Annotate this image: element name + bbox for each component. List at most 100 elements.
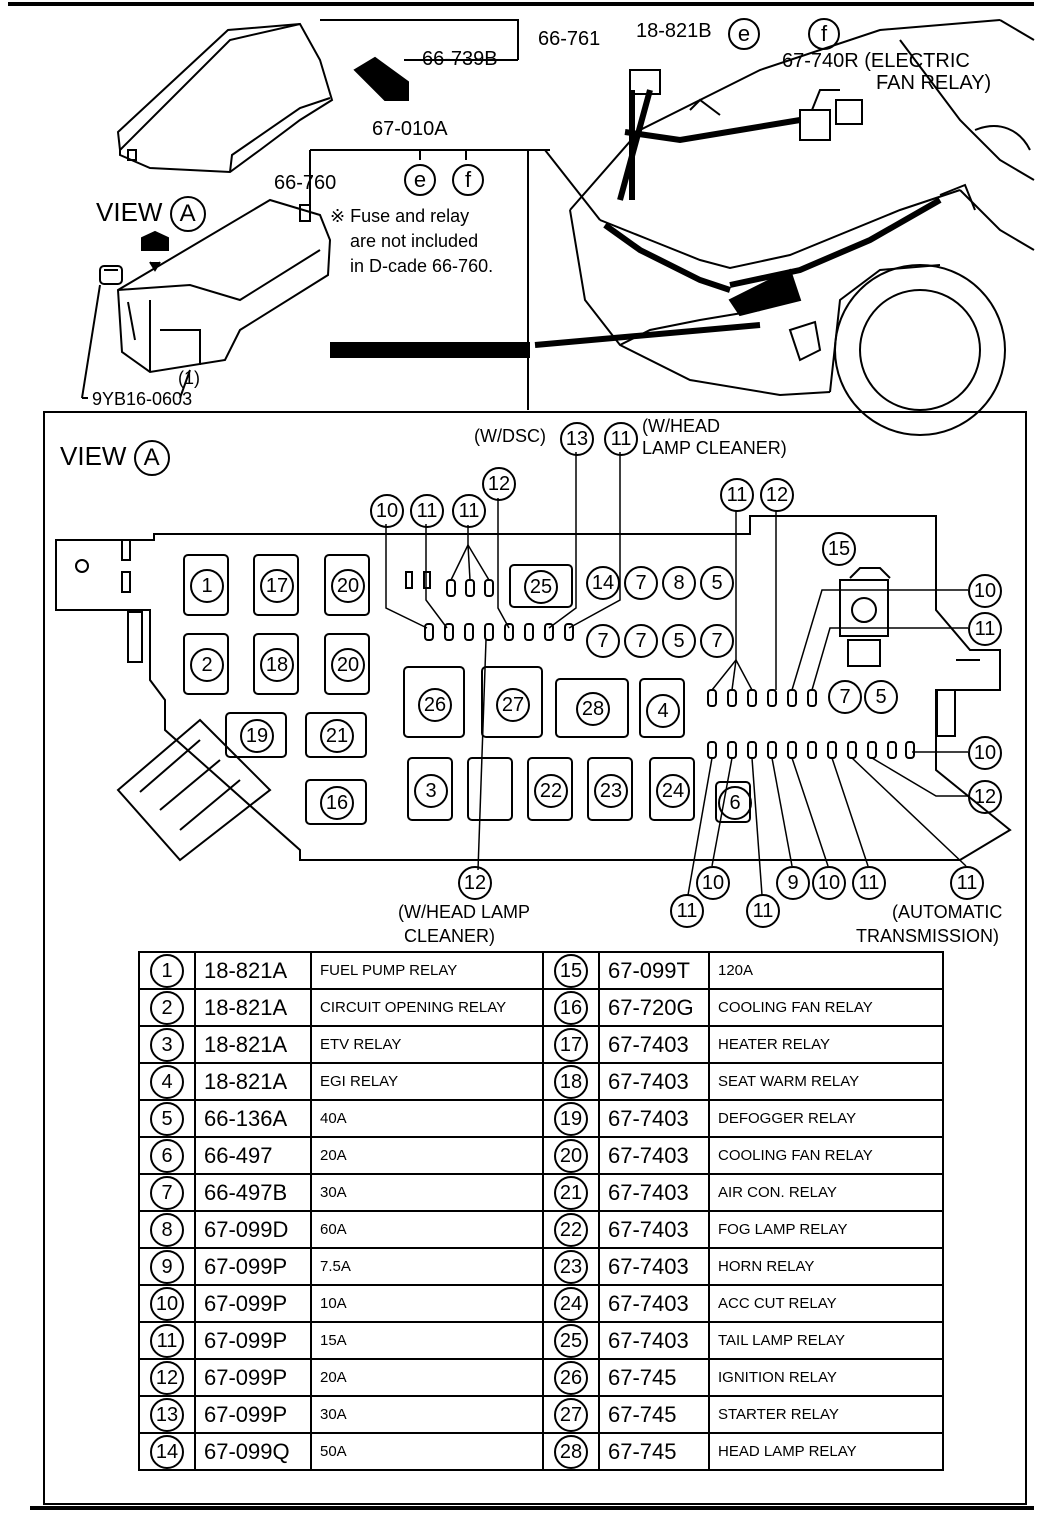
legend-index: 28 bbox=[542, 1432, 600, 1471]
slot-number: 2 bbox=[190, 648, 224, 682]
callout-number: 11 bbox=[410, 494, 444, 528]
bolt-part-label: 9YB16-0603 bbox=[92, 389, 193, 409]
note-line-1: ※ Fuse and relay bbox=[330, 206, 470, 226]
slot-number: 5 bbox=[662, 624, 696, 658]
legend-index: 19 bbox=[542, 1099, 600, 1138]
callout-number: 11 bbox=[950, 866, 984, 900]
legend-index: 6 bbox=[138, 1136, 196, 1175]
note-line-3: in D-cade 66-760. bbox=[350, 256, 494, 276]
legend-part-number: 67-7403 bbox=[598, 1210, 710, 1249]
legend-description: 50A bbox=[310, 1432, 544, 1471]
slot-number: 22 bbox=[534, 774, 568, 808]
legend-index: 16 bbox=[542, 988, 600, 1027]
legend-part-number: 67-099P bbox=[194, 1395, 312, 1434]
legend-index: 5 bbox=[138, 1099, 196, 1138]
legend-index: 22 bbox=[542, 1210, 600, 1249]
quantity-label: (1) bbox=[178, 368, 200, 388]
slot-number: 3 bbox=[414, 774, 448, 808]
slot-number: 5 bbox=[864, 680, 898, 714]
legend-index: 14 bbox=[138, 1432, 196, 1471]
slot-number: 6 bbox=[718, 786, 752, 820]
fuse-box-cover bbox=[116, 22, 334, 174]
legend-description: 120A bbox=[708, 951, 944, 990]
slot-number: 21 bbox=[320, 719, 354, 753]
legend-index: 4 bbox=[138, 1062, 196, 1101]
slot-number: 15 bbox=[822, 532, 856, 566]
note-line-2: are not included bbox=[350, 231, 479, 251]
legend-index: 8 bbox=[138, 1210, 196, 1249]
slot-number: 26 bbox=[418, 688, 452, 722]
relay-slots bbox=[183, 554, 751, 825]
slot-number: 7 bbox=[624, 624, 658, 658]
legend-description: HORN RELAY bbox=[708, 1247, 944, 1286]
slot-number: 20 bbox=[331, 569, 365, 603]
legend-index: 17 bbox=[542, 1025, 600, 1064]
fuse-pins bbox=[405, 571, 915, 759]
legend-description: FUEL PUMP RELAY bbox=[310, 951, 544, 990]
legend-description: DEFOGGER RELAY bbox=[708, 1099, 944, 1138]
legend-description: ACC CUT RELAY bbox=[708, 1284, 944, 1323]
legend-description: 7.5A bbox=[310, 1247, 544, 1286]
legend-index: 27 bbox=[542, 1395, 600, 1434]
tag-f: f bbox=[452, 164, 484, 196]
slot-number: 4 bbox=[646, 694, 680, 728]
legend-part-number: 18-821A bbox=[194, 988, 312, 1027]
legend-part-number: 66-136A bbox=[194, 1099, 312, 1138]
legend-part-number: 67-099P bbox=[194, 1284, 312, 1323]
legend-description: 30A bbox=[310, 1395, 544, 1434]
slot-number: 24 bbox=[656, 774, 690, 808]
legend-index: 13 bbox=[138, 1395, 196, 1434]
legend-index: 26 bbox=[542, 1358, 600, 1397]
slot-number: 20 bbox=[331, 648, 365, 682]
slot-number: 28 bbox=[576, 692, 610, 726]
legend-index: 7 bbox=[138, 1173, 196, 1212]
leader-lines bbox=[385, 452, 968, 896]
slot-number: 19 bbox=[240, 719, 274, 753]
legend-description: 20A bbox=[310, 1358, 544, 1397]
auto-trans-label-1: (AUTOMATIC bbox=[892, 902, 1003, 922]
legend-description: EGI RELAY bbox=[310, 1062, 544, 1101]
callout-number: 10 bbox=[370, 494, 404, 528]
slot-number: 7 bbox=[828, 680, 862, 714]
whead-top-label-2: LAMP CLEANER) bbox=[642, 438, 787, 458]
legend-index: 24 bbox=[542, 1284, 600, 1323]
legend-index: 18 bbox=[542, 1062, 600, 1101]
view-a-title: VIEW A bbox=[60, 440, 170, 476]
slot-number: 25 bbox=[524, 570, 558, 604]
callout-number: 11 bbox=[452, 494, 486, 528]
slot-number: 27 bbox=[496, 688, 530, 722]
legend-index: 25 bbox=[542, 1321, 600, 1360]
legend-part-number: 67-7403 bbox=[598, 1247, 710, 1286]
legend-description: SEAT WARM RELAY bbox=[708, 1062, 944, 1101]
legend-description: CIRCUIT OPENING RELAY bbox=[310, 988, 544, 1027]
legend-part-number: 67-720G bbox=[598, 988, 710, 1027]
slot-number: 23 bbox=[594, 774, 628, 808]
auto-trans-label-2: TRANSMISSION) bbox=[856, 926, 1000, 946]
slot-number: 16 bbox=[320, 786, 354, 820]
callout-number: 11 bbox=[746, 894, 780, 928]
callout-number: 13 bbox=[560, 422, 594, 456]
legend-index: 23 bbox=[542, 1247, 600, 1286]
callout-number: 11 bbox=[604, 422, 638, 456]
callout-number: 12 bbox=[482, 467, 516, 501]
slot-number: 18 bbox=[260, 648, 294, 682]
legend-description: STARTER RELAY bbox=[708, 1395, 944, 1434]
legend-part-number: 67-7403 bbox=[598, 1136, 710, 1175]
legend-description: 60A bbox=[310, 1210, 544, 1249]
legend-part-number: 18-821A bbox=[194, 1025, 312, 1064]
tag-e: e bbox=[404, 164, 436, 196]
legend-part-number: 66-497B bbox=[194, 1173, 312, 1212]
legend-description: IGNITION RELAY bbox=[708, 1358, 944, 1397]
slot-number: 5 bbox=[700, 566, 734, 600]
legend-part-number: 67-745 bbox=[598, 1432, 710, 1471]
legend-description: TAIL LAMP RELAY bbox=[708, 1321, 944, 1360]
whead-bottom-label-2: CLEANER) bbox=[404, 926, 496, 946]
